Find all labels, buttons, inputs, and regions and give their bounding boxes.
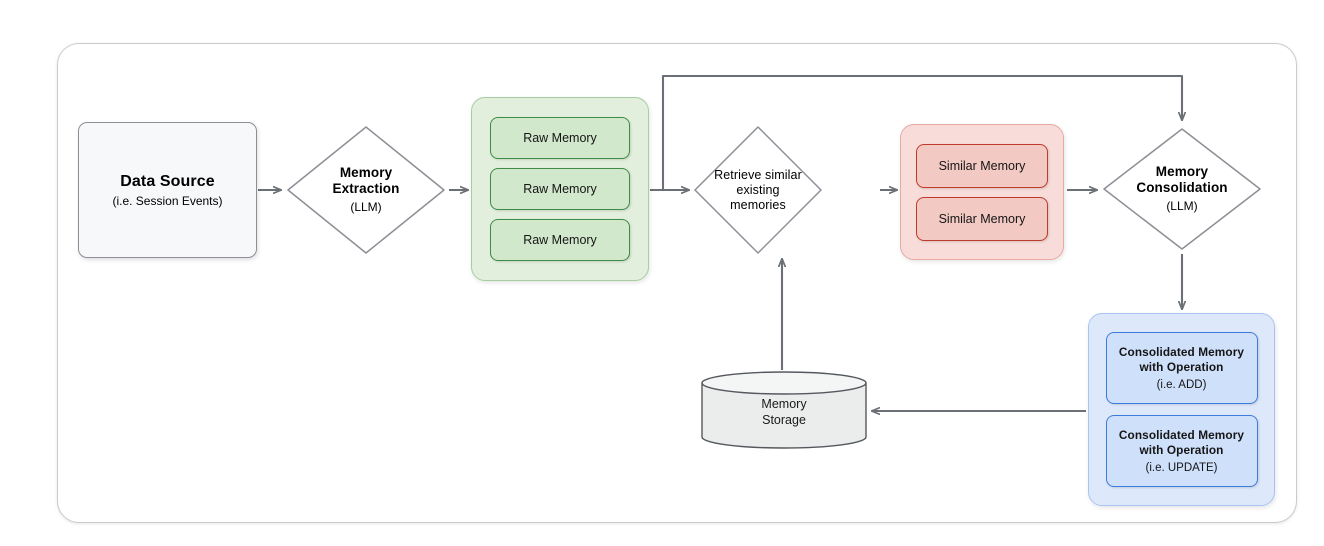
node-memory-storage[interactable]: Memory Storage (700, 371, 868, 449)
raw-memory-item[interactable]: Raw Memory (490, 219, 630, 261)
consolidated-memory-line2: with Operation (1139, 442, 1224, 457)
similar-memory-label: Similar Memory (938, 211, 1026, 226)
diamond-shape (1103, 128, 1261, 250)
memory-storage-line2: Storage (762, 412, 806, 427)
similar-memory-item[interactable]: Similar Memory (916, 143, 1048, 188)
similar-memory-item[interactable]: Similar Memory (916, 196, 1048, 241)
database-cylinder-icon (701, 371, 867, 449)
node-retrieve-similar-memories[interactable]: Retrieve similar existing memories (692, 124, 824, 256)
consolidated-memory-line1: Consolidated Memory (1118, 427, 1245, 442)
memory-extraction-title-line2: Extraction (332, 181, 400, 197)
memory-consolidation-label: Memory Consolidation (LLM) (1136, 164, 1227, 214)
consolidated-memory-line1: Consolidated Memory (1118, 344, 1245, 359)
memory-extraction-subtitle: (LLM) (350, 200, 382, 215)
node-memory-consolidation[interactable]: Memory Consolidation (LLM) (1101, 126, 1263, 252)
memory-consolidation-subtitle: (LLM) (1166, 199, 1198, 214)
retrieve-similar-line2: existing (736, 182, 780, 197)
memory-storage-label: Memory Storage (700, 397, 868, 428)
group-raw-memory: Raw Memory Raw Memory Raw Memory (471, 97, 649, 281)
memory-storage-line1: Memory (761, 397, 807, 411)
raw-memory-label: Raw Memory (523, 131, 597, 145)
diamond-shape (287, 126, 445, 254)
consolidated-memory-item-add[interactable]: Consolidated Memory with Operation (i.e.… (1105, 332, 1258, 404)
raw-memory-label: Raw Memory (523, 182, 597, 196)
memory-extraction-label: Memory Extraction (LLM) (332, 165, 399, 215)
memory-consolidation-title-line1: Memory (1155, 164, 1209, 180)
node-memory-extraction[interactable]: Memory Extraction (LLM) (285, 124, 447, 256)
memory-consolidation-title-line2: Consolidation (1136, 180, 1228, 196)
retrieve-similar-label: Retrieve similar existing memories (714, 168, 802, 213)
raw-memory-item[interactable]: Raw Memory (490, 168, 630, 210)
consolidated-memory-line2: with Operation (1139, 359, 1224, 374)
retrieve-similar-line3: memories (730, 197, 786, 212)
consolidated-memory-operation: (i.e. ADD) (1156, 379, 1207, 392)
group-similar-memory: Similar Memory Similar Memory (900, 124, 1064, 260)
retrieve-similar-line1: Retrieve similar (714, 167, 802, 182)
data-source-subtitle: (i.e. Session Events) (112, 193, 223, 208)
data-source-title: Data Source (120, 172, 215, 190)
raw-memory-item[interactable]: Raw Memory (490, 117, 630, 159)
similar-memory-label: Similar Memory (938, 158, 1026, 173)
memory-extraction-title-line1: Memory (339, 165, 393, 181)
consolidated-memory-operation: (i.e. UPDATE) (1145, 462, 1218, 475)
node-data-source[interactable]: Data Source (i.e. Session Events) (78, 122, 257, 258)
diamond-shape (694, 126, 822, 254)
raw-memory-label: Raw Memory (523, 233, 597, 247)
consolidated-memory-item-update[interactable]: Consolidated Memory with Operation (i.e.… (1105, 415, 1258, 487)
group-consolidated-memory: Consolidated Memory with Operation (i.e.… (1088, 313, 1275, 506)
